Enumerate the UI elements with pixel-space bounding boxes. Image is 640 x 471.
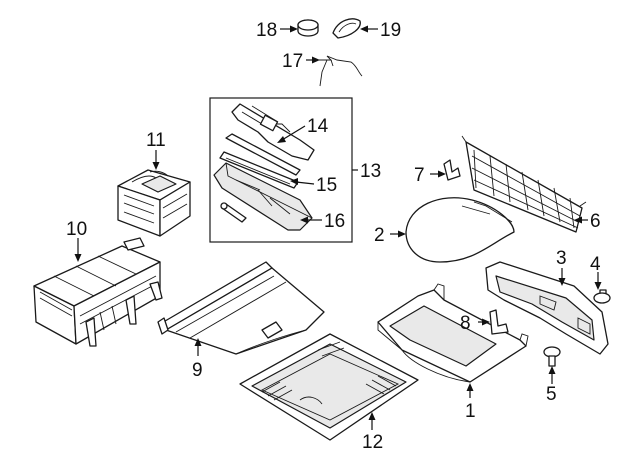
part-6-cargo-net[interactable] [461,135,587,233]
part-10-organizer[interactable] [33,237,163,347]
callout-13[interactable]: 13 [360,161,381,182]
callout-2[interactable]: 2 [374,225,385,246]
part-19-cap[interactable] [332,18,361,39]
callout-18[interactable]: 18 [256,20,277,41]
callout-17[interactable]: 17 [282,51,303,72]
callout-11[interactable]: 11 [146,130,166,151]
part-18-plug[interactable] [297,19,319,37]
part-4-clip[interactable] [593,289,611,304]
part-2-tire-cover[interactable] [405,197,515,263]
part-14-jack[interactable] [225,103,315,176]
callout-14[interactable]: 14 [307,116,329,137]
part-17-cable[interactable] [318,55,363,87]
callout-4[interactable]: 4 [590,254,601,275]
callout-labels: 18 19 17 14 15 16 13 11 10 9 12 1 2 7 6 … [66,20,601,453]
callout-15[interactable]: 15 [316,175,337,196]
part-9-cargo-cover[interactable] [157,261,325,355]
part-5-clip[interactable] [543,346,561,367]
part-3-side-panel[interactable] [485,261,609,355]
callout-16[interactable]: 16 [324,211,345,232]
callout-5[interactable]: 5 [546,384,557,405]
part-8-bracket[interactable] [489,309,509,335]
callout-3[interactable]: 3 [556,248,567,269]
callout-6[interactable]: 6 [590,211,601,232]
callout-8[interactable]: 8 [460,313,471,334]
callout-19[interactable]: 19 [380,20,401,41]
callout-7[interactable]: 7 [414,165,425,186]
part-11-storage-box[interactable] [117,169,191,237]
callout-12[interactable]: 12 [362,432,383,453]
callout-1[interactable]: 1 [465,401,476,422]
callout-10[interactable]: 10 [66,219,87,240]
part-12-floor-mat[interactable] [239,333,419,441]
part-1-spare-tub[interactable] [377,283,529,383]
leader-lines [74,25,602,430]
callout-9[interactable]: 9 [192,360,203,381]
part-16-tray[interactable] [213,162,313,231]
part-7-bracket[interactable] [443,159,461,181]
